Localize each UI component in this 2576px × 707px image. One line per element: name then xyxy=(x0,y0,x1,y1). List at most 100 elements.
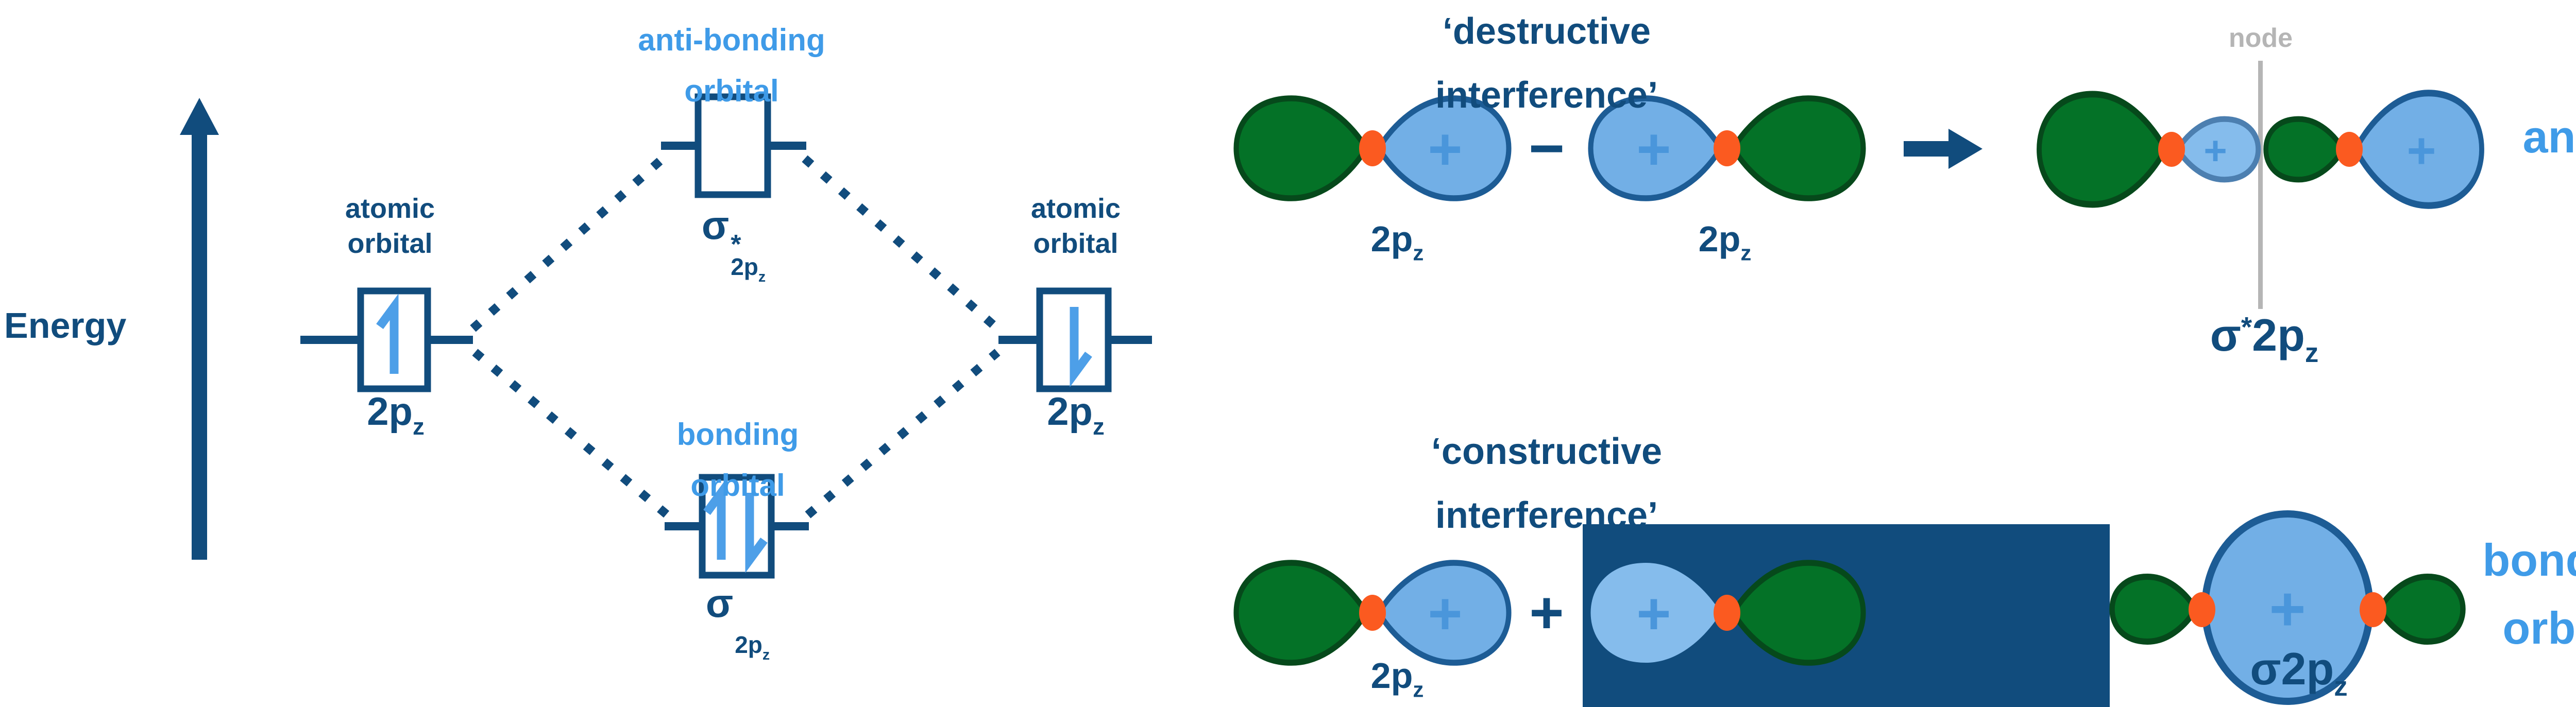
energy-arrow-head-icon xyxy=(180,98,219,135)
nucleus-icon xyxy=(2336,132,2363,167)
bonding-level-line-right xyxy=(771,522,809,530)
constructive-left-orbital-label: 2pz xyxy=(1371,655,1424,702)
destructive-left-p-orbital: + xyxy=(1236,98,1509,198)
small-green-lobe xyxy=(2112,577,2196,642)
right-ao-level-line-right xyxy=(1108,336,1152,344)
constructive-right-p-orbital: + xyxy=(1590,563,1863,663)
orbital-label-sub: z xyxy=(1413,677,1424,702)
orbital-label-base: 2p xyxy=(2252,309,2305,360)
energy-axis-label: Energy xyxy=(4,305,127,346)
left-ao-title-line2: orbital xyxy=(347,228,433,259)
sigma-symbol: σ xyxy=(2250,643,2281,694)
orbital-label-sub: z xyxy=(1740,240,1752,265)
orbital-label-sub: z xyxy=(1413,240,1424,265)
sigma-symbol: σ xyxy=(705,580,734,626)
orbital-label-base: 2p xyxy=(2281,643,2334,694)
dotted-line-left-to-antibonding xyxy=(470,155,666,332)
plus-phase-icon: + xyxy=(1428,581,1462,647)
orbital-label-sub: z xyxy=(1092,413,1105,440)
green-lobe xyxy=(2039,94,2165,204)
antibonding-level-line-left xyxy=(661,142,698,150)
antibonding-level-line-right xyxy=(768,142,806,150)
orbital-label-base: 2p xyxy=(1698,219,1741,259)
nucleus-icon xyxy=(2158,132,2185,167)
plus-phase-icon: + xyxy=(1428,116,1462,182)
sigma-sub-base: 2p xyxy=(735,631,762,658)
node-line xyxy=(2258,61,2263,309)
bonding-mo-label: σ*2pz xyxy=(706,580,770,662)
orbital-label-sub: z xyxy=(2334,671,2348,702)
left-ao-level-line-left xyxy=(300,336,361,344)
antibonding-mo-label: σ*2pz xyxy=(702,202,766,284)
electron-up-arrow-icon xyxy=(703,479,726,560)
dotted-line-left-to-bonding xyxy=(472,349,670,519)
bonding-result-label: σ2pz xyxy=(2250,643,2347,702)
constructive-left-p-orbital: + xyxy=(1236,563,1509,663)
star-symbol: * xyxy=(2241,311,2252,343)
plus-phase-icon: + xyxy=(1636,581,1671,647)
energy-arrow-shaft xyxy=(192,130,207,560)
green-lobe xyxy=(1236,98,1367,198)
electron-down-arrow-icon xyxy=(1070,307,1092,387)
small-green-lobe xyxy=(2266,119,2343,180)
orbital-label-base: 2p xyxy=(1370,656,1413,696)
left-ao-orbital-label: 2pz xyxy=(367,389,425,440)
sigma-sub-sub: z xyxy=(762,646,770,663)
right-ao-title-line2: orbital xyxy=(1033,228,1118,259)
orbital-label-base: 2p xyxy=(367,390,413,434)
green-lobe xyxy=(1236,563,1367,663)
antibonding-title-line1: anti-bonding xyxy=(638,23,825,57)
right-ao-level-line-left xyxy=(998,336,1040,344)
left-ao-title: atomic orbital xyxy=(345,192,435,261)
sigma-symbol: σ xyxy=(701,202,730,248)
bonding-mo-title: bonding orbital xyxy=(677,409,799,511)
dotted-line-bonding-to-right xyxy=(805,349,1001,519)
nucleus-icon xyxy=(2360,592,2386,627)
left-ao-level-line-right xyxy=(428,336,473,344)
correlation-dotted-lines xyxy=(470,155,1001,519)
orbital-label-sub: z xyxy=(412,413,425,440)
bonding-name-line1: bonding xyxy=(2482,534,2576,585)
constructive-title-line2: interference’ xyxy=(1435,494,1658,536)
nucleus-icon xyxy=(1359,130,1386,166)
plus-operator: + xyxy=(1529,580,1564,646)
sigma-symbol: σ xyxy=(2210,309,2241,360)
antibonding-mo-title: anti-bonding orbital xyxy=(638,14,825,116)
destructive-right-p-orbital: + xyxy=(1591,98,1863,198)
right-ao-orbital-label: 2pz xyxy=(1047,389,1105,440)
energy-axis-arrow xyxy=(180,98,219,560)
sigma-sub-base: 2p xyxy=(731,253,758,280)
nucleus-icon xyxy=(2189,592,2215,627)
bonding-level-line-left xyxy=(665,522,702,530)
plus-phase-icon: + xyxy=(2269,574,2306,644)
nucleus-icon xyxy=(1359,595,1386,631)
left-ao-title-line1: atomic xyxy=(345,193,435,224)
antibonding-mo-box xyxy=(694,93,771,198)
bonding-result-orbital: + xyxy=(2112,510,2463,705)
antibonding-title-line2: orbital xyxy=(684,74,779,108)
plus-phase-icon: + xyxy=(2406,122,2436,179)
bonding-mo-box xyxy=(699,474,775,579)
destructive-title-line1: ‘destructive xyxy=(1442,11,1651,52)
bonding-result-name: bonding orbital xyxy=(2483,526,2576,662)
orbital-label-base: 2p xyxy=(1370,219,1413,259)
orbital-label-base: 2p xyxy=(1047,390,1093,434)
energy-level-lines xyxy=(300,142,1152,530)
bonding-title-line2: orbital xyxy=(690,468,785,503)
plus-phase-icon: + xyxy=(2204,128,2227,173)
right-ao-title-line1: atomic xyxy=(1030,193,1121,224)
bonding-name-line2: orbital xyxy=(2502,602,2576,653)
destructive-right-orbital-label: 2pz xyxy=(1699,218,1752,266)
antibonding-name-line2: orbital xyxy=(2523,171,2576,239)
result-arrow-icon xyxy=(1904,129,1982,169)
antibonding-result-orbital: + + xyxy=(2039,61,2482,309)
constructive-title: ‘constructive interference’ xyxy=(1431,420,1662,548)
small-green-lobe xyxy=(2379,577,2463,642)
destructive-title: ‘destructive interference’ xyxy=(1435,0,1658,128)
antibonding-result-name: anti-bonding orbital xyxy=(2523,103,2576,239)
nucleus-icon xyxy=(1714,595,1740,631)
electron-up-arrow-icon xyxy=(376,294,399,374)
antibonding-result-label: σ*2pz xyxy=(2210,309,2319,369)
